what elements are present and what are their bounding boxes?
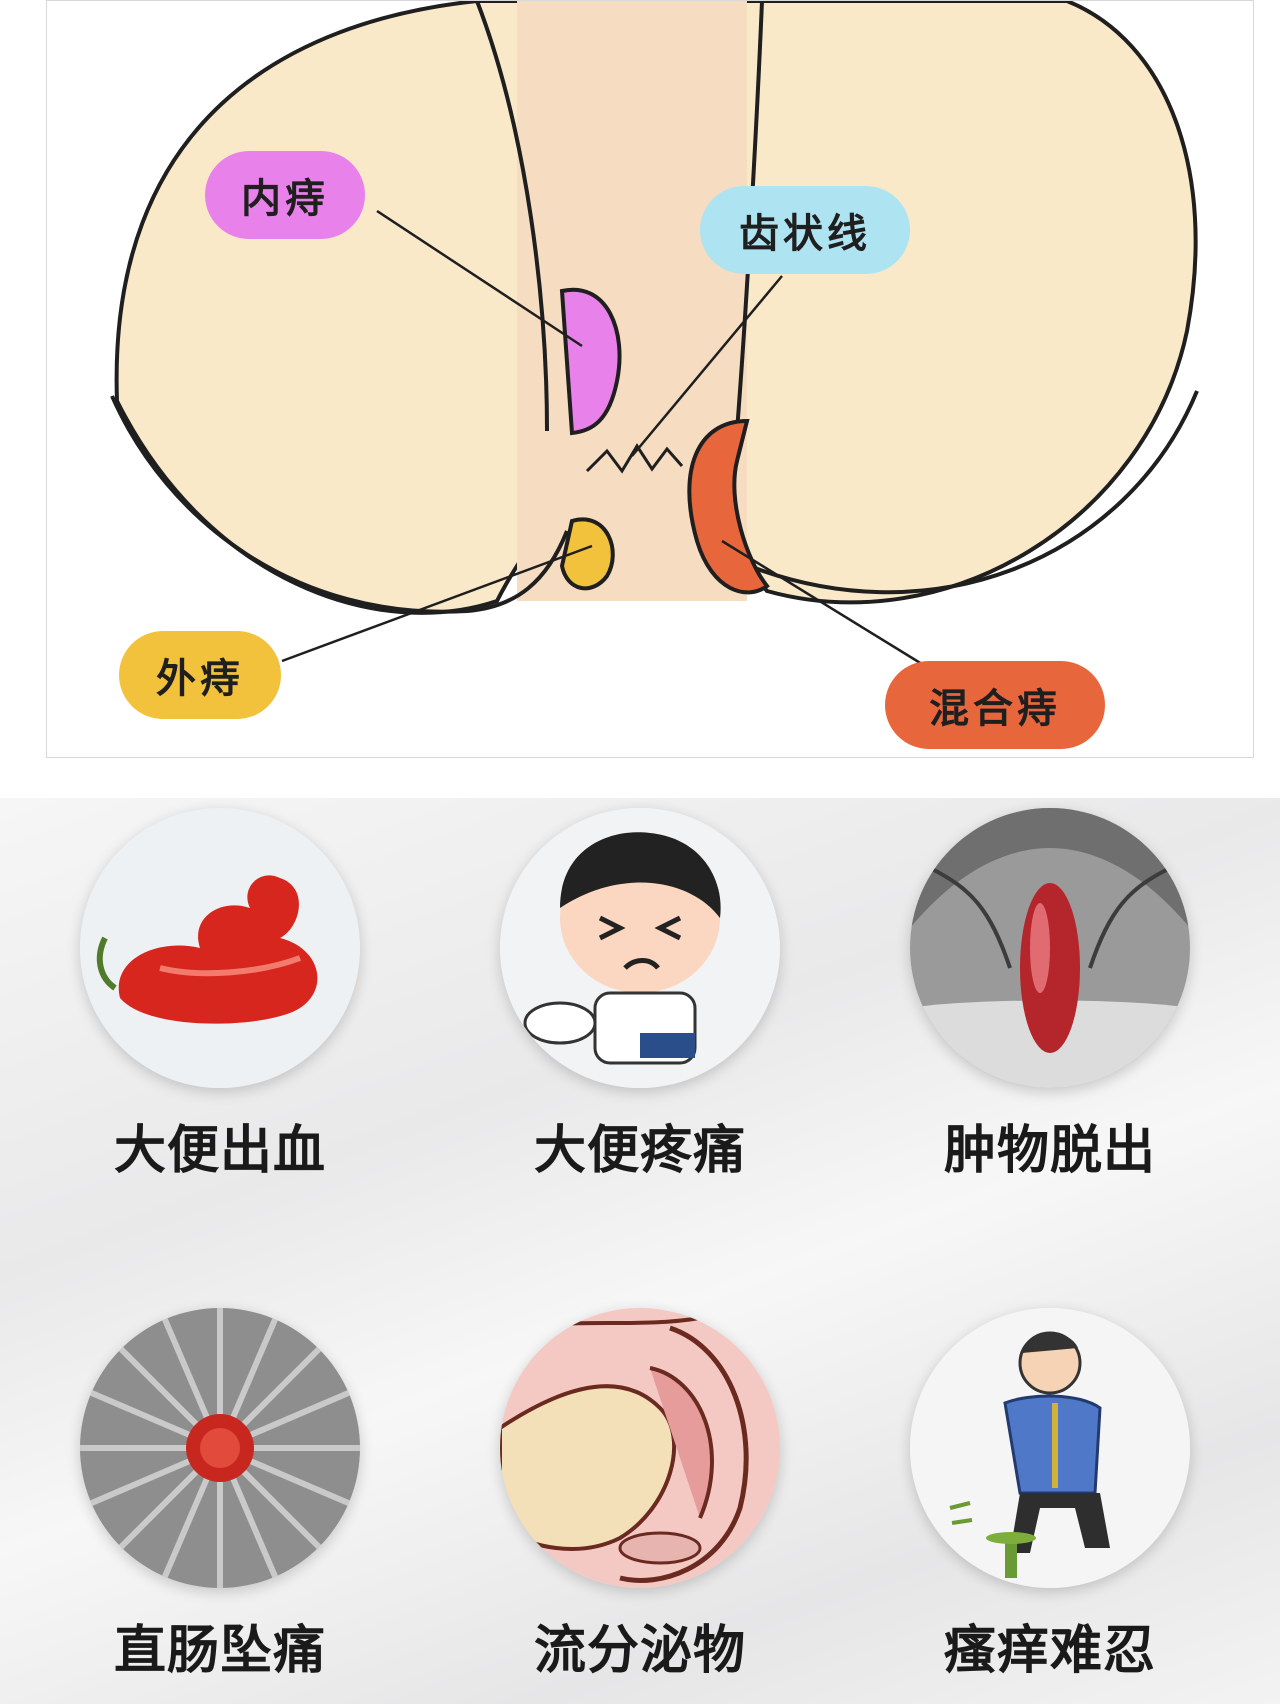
symptom-label-prolapse: 肿物脱出 bbox=[943, 1121, 1156, 1181]
label-mixed-hemorrhoid: 混合痔 bbox=[885, 661, 1105, 749]
symptom-label-pain: 大便疼痛 bbox=[533, 1121, 746, 1181]
external-hemorrhoid-shape bbox=[559, 517, 615, 591]
itching-man-on-stool-icon bbox=[910, 1308, 1190, 1588]
symptoms-panel: 大便出血 大便疼痛 bbox=[0, 798, 1280, 1704]
symptom-label-itching: 瘙痒难忍 bbox=[943, 1621, 1156, 1681]
anal-cross-section-icon bbox=[500, 1308, 780, 1588]
label-internal-hemorrhoid-text: 内痔 bbox=[241, 176, 329, 222]
red-stool-icon bbox=[80, 808, 360, 1088]
symptom-label-tenesmus: 直肠坠痛 bbox=[113, 1621, 326, 1681]
symptom-card-prolapse: 肿物脱出 bbox=[880, 808, 1220, 1228]
symptom-card-tenesmus: 直肠坠痛 bbox=[50, 1308, 390, 1704]
label-internal-hemorrhoid: 内痔 bbox=[205, 151, 365, 239]
label-dentate-line-text: 齿状线 bbox=[739, 211, 871, 257]
inflamed-rectum-icon bbox=[80, 1308, 360, 1588]
symptom-label-discharge: 流分泌物 bbox=[533, 1621, 746, 1681]
symptom-card-itching: 瘙痒难忍 bbox=[880, 1308, 1220, 1704]
hemorrhoid-diagram: 内痔 齿状线 外痔 混合痔 bbox=[46, 0, 1254, 758]
prolapsed-mass-icon bbox=[910, 808, 1190, 1088]
symptom-card-bleeding: 大便出血 bbox=[50, 808, 390, 1228]
label-dentate-line: 齿状线 bbox=[700, 186, 910, 274]
label-external-hemorrhoid-text: 外痔 bbox=[156, 656, 244, 702]
symptom-label-bleeding: 大便出血 bbox=[113, 1121, 326, 1181]
label-external-hemorrhoid: 外痔 bbox=[119, 631, 281, 719]
symptom-card-discharge: 流分泌物 bbox=[470, 1308, 810, 1704]
pained-boy-on-toilet-icon bbox=[500, 808, 780, 1088]
mixed-hemorrhoid-shape bbox=[687, 418, 770, 595]
symptom-card-pain: 大便疼痛 bbox=[470, 808, 810, 1228]
internal-hemorrhoid-shape bbox=[559, 287, 622, 436]
label-mixed-hemorrhoid-text: 混合痔 bbox=[929, 686, 1061, 732]
buttocks-illustration bbox=[110, 1, 1199, 703]
